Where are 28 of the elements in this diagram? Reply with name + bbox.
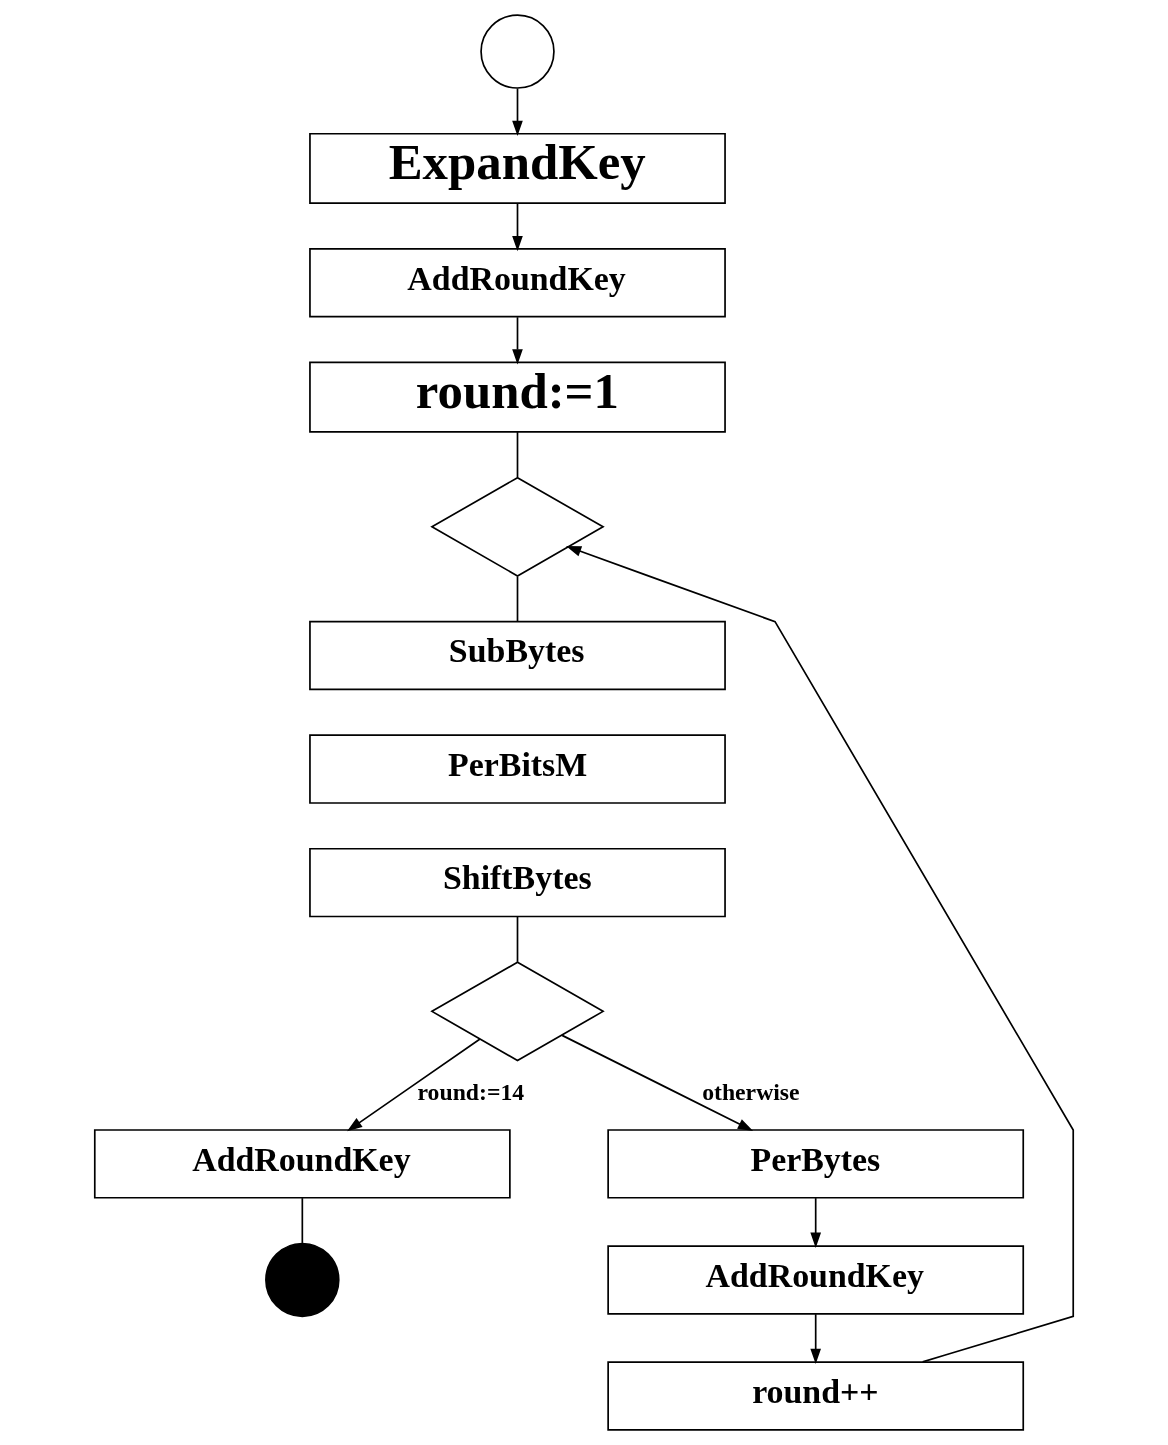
node-box: SubBytes	[309, 620, 726, 691]
node-circle	[265, 1242, 340, 1318]
arrow	[512, 202, 523, 252]
connector	[516, 431, 519, 479]
arrow	[512, 87, 523, 136]
node-box: PerBitsM	[309, 734, 726, 804]
arrow	[810, 1197, 822, 1248]
node-box: ExpandKey	[309, 132, 726, 205]
connector	[516, 575, 519, 623]
node-circle	[480, 14, 555, 89]
connector	[301, 1197, 304, 1244]
node-box: PerBytes	[607, 1129, 1025, 1199]
node-box: AddRoundKey	[93, 1129, 511, 1199]
edge-label: round:=14	[417, 1078, 525, 1105]
arrow	[347, 1038, 481, 1132]
edge-label: otherwise	[702, 1078, 800, 1105]
node-box: round++	[607, 1361, 1025, 1431]
arrow	[565, 546, 1075, 1363]
node-box: round:=1	[309, 361, 726, 433]
arrow	[561, 1034, 754, 1131]
connector	[516, 915, 519, 963]
node-diamond	[430, 476, 605, 577]
node-box: AddRoundKey	[309, 248, 726, 318]
arrow	[810, 1313, 822, 1364]
node-box: ShiftBytes	[309, 847, 726, 918]
node-box: AddRoundKey	[607, 1245, 1025, 1315]
arrow	[512, 316, 523, 365]
node-diamond	[430, 961, 605, 1062]
